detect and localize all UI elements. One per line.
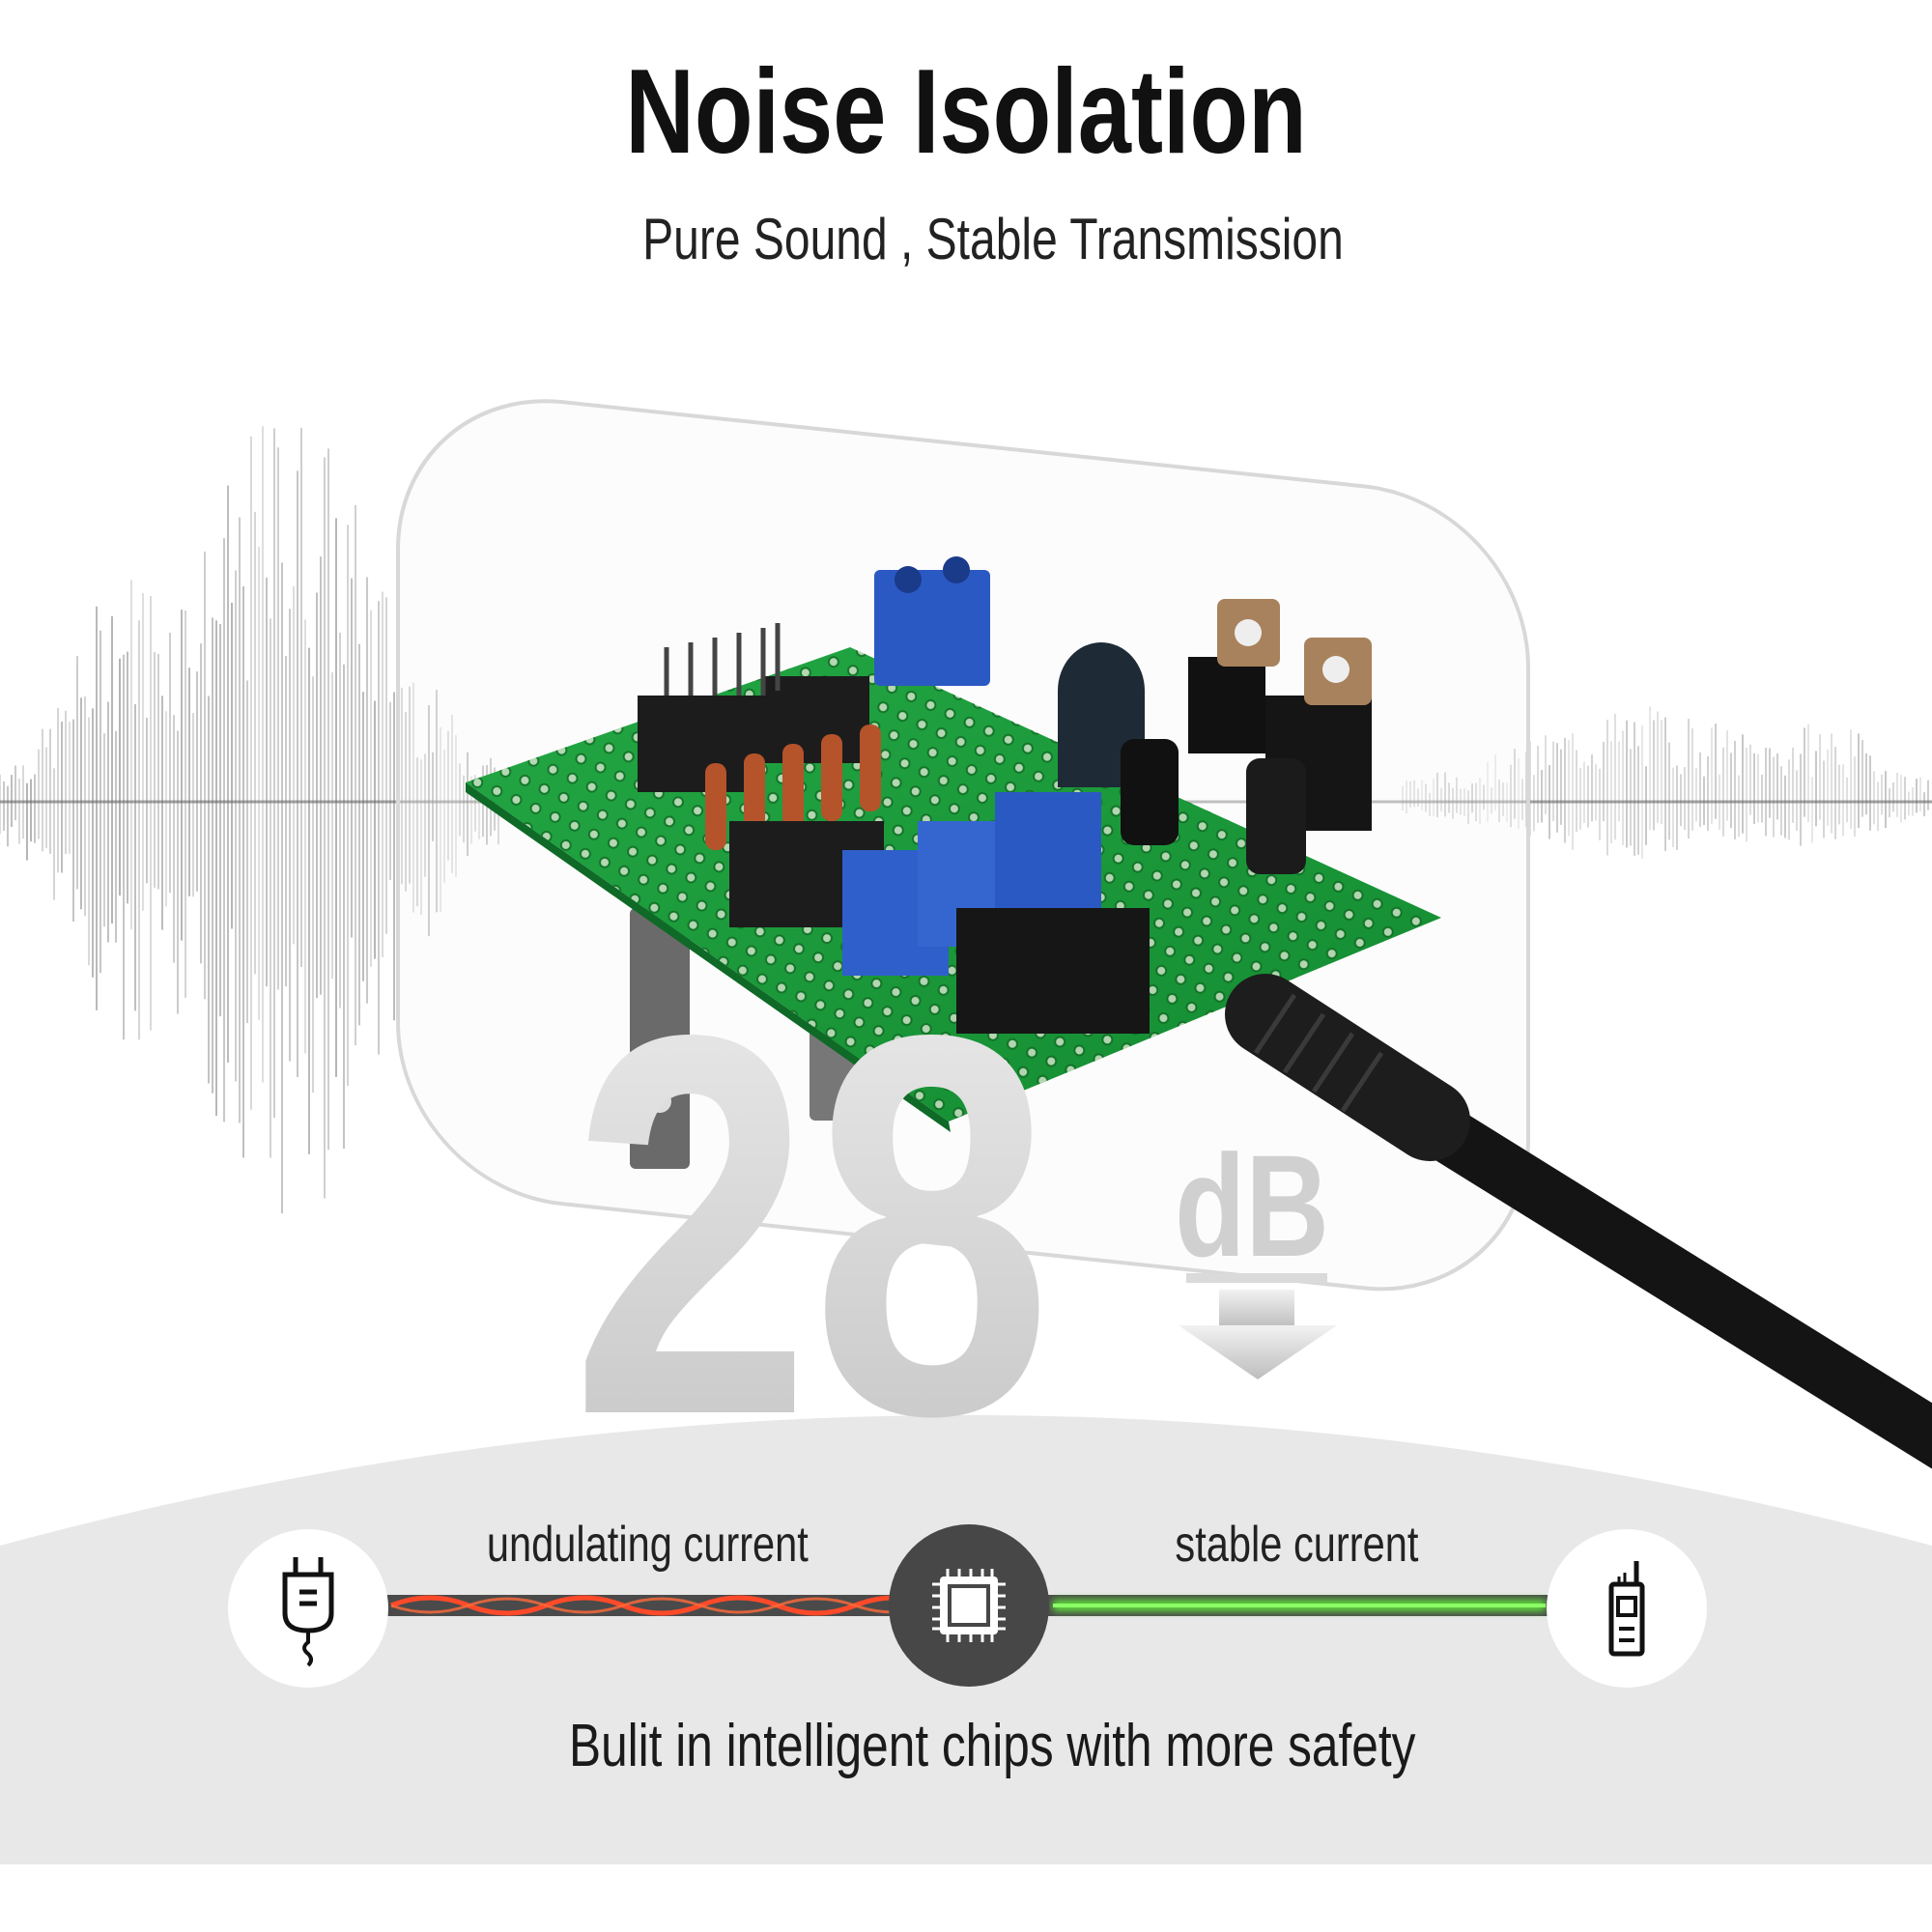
undulating-current-label: undulating current	[487, 1516, 809, 1573]
power-plug-icon	[228, 1529, 388, 1688]
feature-caption: Bulit in intelligent chips with more saf…	[569, 1712, 1415, 1779]
walkie-talkie-icon	[1547, 1529, 1707, 1688]
noise-reduction-badge: 28 dB	[571, 923, 1337, 1527]
stable-current-label: stable current	[1175, 1516, 1418, 1573]
plug-prong	[630, 908, 690, 1169]
arrow-down-icon	[1179, 1273, 1337, 1379]
header: Noise Isolation Pure Sound , Stable Tran…	[625, 43, 1344, 271]
chip-icon	[889, 1524, 1049, 1687]
noise-reduction-unit: dB	[1175, 1124, 1329, 1287]
page-title: Noise Isolation	[625, 43, 1306, 178]
power-cable	[1225, 974, 1932, 1469]
noise-filter-device	[396, 399, 1530, 1292]
current-flow-diagram: undulating current stable current	[228, 1516, 1707, 1688]
sound-waveform	[0, 426, 1932, 1214]
noise-reduction-value: 28	[571, 923, 1052, 1527]
page-subtitle: Pure Sound , Stable Transmission	[642, 207, 1344, 271]
